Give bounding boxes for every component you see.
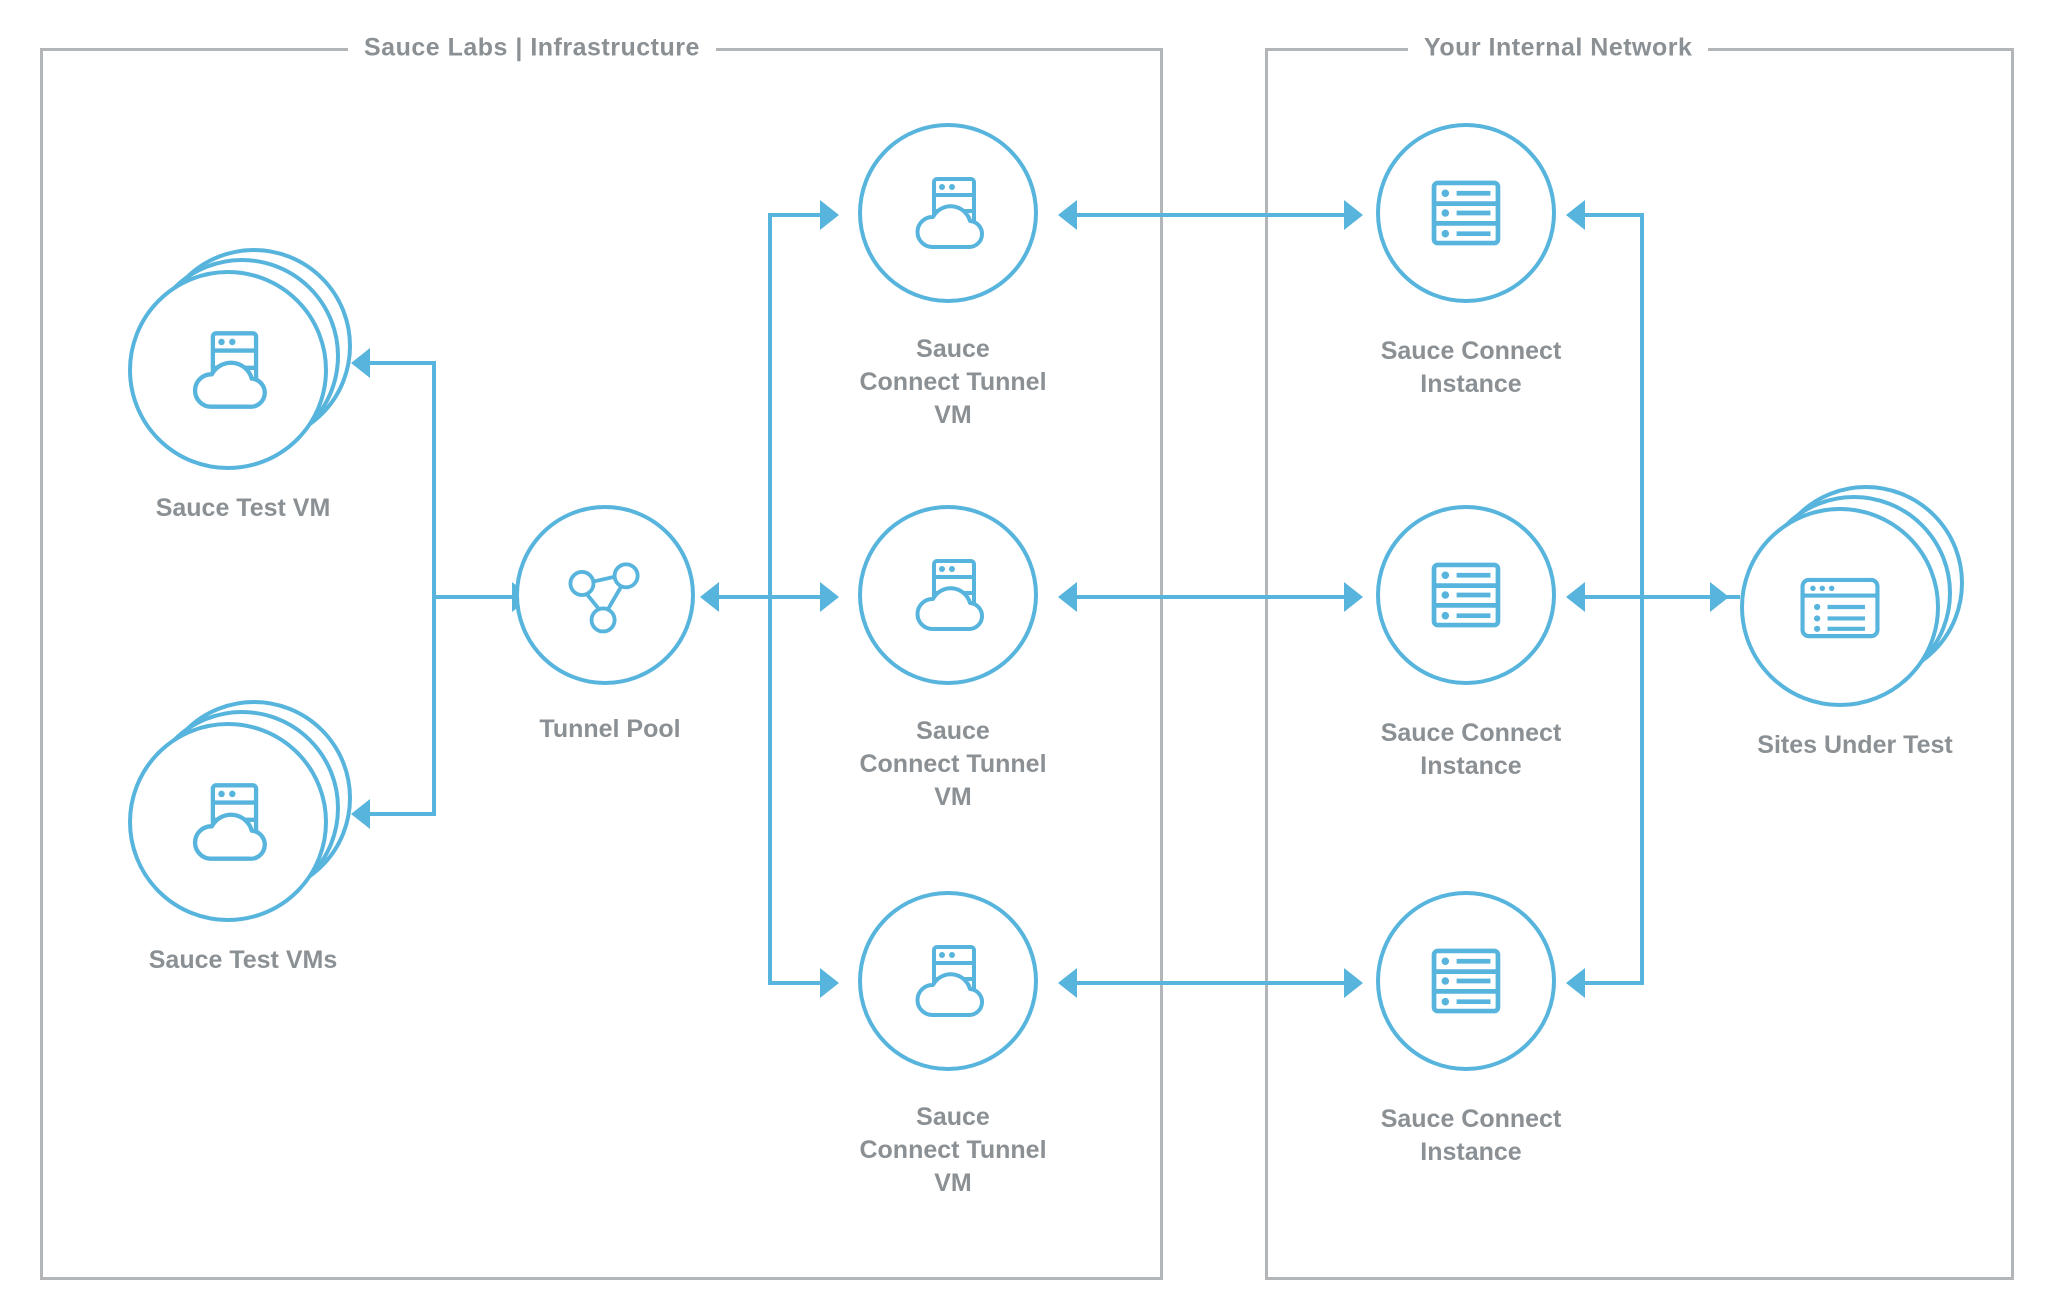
node-label: Tunnel Pool [539,715,681,743]
node-label: Sauce Test VMs [148,946,338,974]
server-rack-icon [1419,166,1513,260]
server-rack-icon [1419,548,1513,642]
connector-sctvm2-to-sci2 [1068,595,1358,599]
node-circle[interactable] [1376,891,1556,1071]
server-cloud-icon [898,163,998,263]
arrowhead-to-sctvm1 [820,200,839,230]
node-label: Sauce Test VM [155,494,331,522]
node-sauce-connect-instance-1[interactable]: Sauce Connect Instance [1376,123,1566,398]
connector-sctvm3-to-sci3 [1068,981,1358,985]
arrowhead-to-sites [1710,582,1729,612]
node-circle[interactable] [1740,507,1940,707]
node-sauce-connect-tunnel-vm-2[interactable]: Sauce Connect Tunnel VM [858,505,1048,811]
connector-testvm-top-h [370,361,436,365]
node-label: Sauce Connect Instance [1380,719,1562,780]
group-title-sauce-labs-infrastructure: Sauce Labs | Infrastructure [348,33,716,63]
arrowhead-to-sctvm2-right [1058,582,1077,612]
server-cloud-icon [174,316,282,424]
node-circle[interactable] [858,891,1038,1071]
node-circle[interactable] [1376,123,1556,303]
node-sauce-connect-tunnel-vm-3[interactable]: Sauce Connect Tunnel VM [858,891,1048,1197]
node-tunnel-pool[interactable]: Tunnel Pool [515,505,705,743]
connector-testvm-bus-v [432,361,436,816]
arrowhead-to-sci2-left [1344,582,1363,612]
node-circle[interactable] [858,123,1038,303]
arrowhead-to-sctvm3-right [1058,968,1077,998]
arrowhead-to-testvm-bottom [351,799,370,829]
connector-bus-to-sctvm3 [768,981,834,985]
node-sauce-connect-instance-2[interactable]: Sauce Connect Instance [1376,505,1566,780]
connector-sctvm1-to-sci1 [1068,213,1358,217]
group-title-your-internal-network: Your Internal Network [1408,33,1709,63]
arrowhead-to-sctvm3 [820,968,839,998]
arrowhead-to-sctvm2 [820,582,839,612]
node-sites-under-test[interactable]: Sites Under Test [1740,485,1970,759]
node-sauce-connect-instance-3[interactable]: Sauce Connect Instance [1376,891,1566,1166]
server-cloud-icon [898,545,998,645]
network-mesh-icon [557,547,653,643]
arrowhead-to-sci3-right [1566,968,1585,998]
arrowhead-to-sci1-right [1566,200,1585,230]
connector-bus-to-sites [1640,595,1740,599]
node-circle[interactable] [128,722,328,922]
node-label: Sauce Connect Instance [1380,1105,1562,1166]
connector-tunnelpool-right [704,595,792,599]
node-sauce-test-vms-bottom[interactable]: Sauce Test VMs [128,700,358,974]
node-label: Sauce Connect Tunnel VM [859,335,1047,429]
connector-testvm-bottom-h [370,812,436,816]
node-circle[interactable] [858,505,1038,685]
node-label: Sites Under Test [1757,731,1953,759]
connector-bus-to-sctvm1 [768,213,834,217]
connector-sci1-to-bus [1578,213,1644,217]
server-cloud-icon [174,768,282,876]
connector-sci2-to-bus [1578,595,1644,599]
node-label: Sauce Connect Tunnel VM [859,717,1047,811]
node-label: Sauce Connect Tunnel VM [859,1103,1047,1197]
server-rack-icon [1419,934,1513,1028]
node-sauce-test-vm-top[interactable]: Sauce Test VM [128,248,358,522]
node-label: Sauce Connect Instance [1380,337,1562,398]
node-circle[interactable] [1376,505,1556,685]
arrowhead-to-testvm-top [351,348,370,378]
node-sauce-connect-tunnel-vm-1[interactable]: Sauce Connect Tunnel VM [858,123,1048,429]
arrowhead-to-tunnelpool-right [700,582,719,612]
arrowhead-to-sctvm1-right [1058,200,1077,230]
connector-bus-to-sctvm2 [768,595,834,599]
arrowhead-to-sci3-left [1344,968,1363,998]
arrowhead-to-sci1-left [1344,200,1363,230]
server-cloud-icon [898,931,998,1031]
connector-bus-to-tunnelpool [432,595,514,599]
arrowhead-to-sci2-right [1566,582,1585,612]
browser-window-icon [1788,555,1892,659]
node-circle[interactable] [515,505,695,685]
connector-sci3-to-bus [1578,981,1644,985]
node-circle[interactable] [128,270,328,470]
